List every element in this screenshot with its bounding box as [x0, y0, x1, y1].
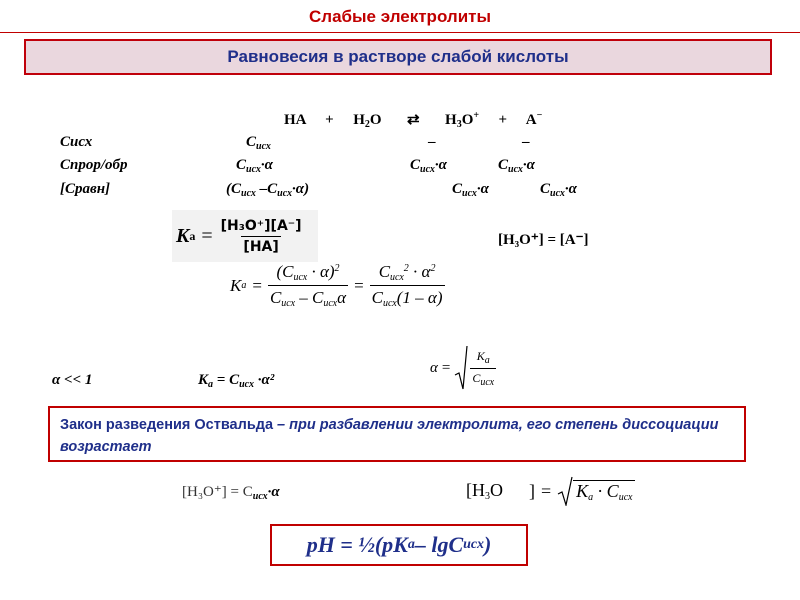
sqrt-icon — [557, 476, 573, 506]
equilibrium-equation: HA + H2O ⇄ H3O+ + A− — [284, 110, 543, 130]
section-banner: Равновесия в растворе слабой кислоты — [24, 39, 772, 75]
h3o-sqrt-formula: [H3O] = Ka · Cисх — [466, 476, 636, 506]
sravn-ha: (Cисх –Cисх·α) — [226, 181, 310, 199]
row-label-sravn: [Cравн] — [60, 181, 111, 197]
slide-title: Слабые электролиты — [309, 7, 491, 26]
sravn-a: Cисх·α — [540, 181, 577, 199]
title-divider — [0, 32, 800, 33]
row-label-sprob: Cпрор/обр — [60, 157, 128, 173]
sprob-h3o: Cисх·α — [410, 157, 447, 175]
cisx-ha: Cисх — [246, 134, 271, 152]
alpha-sqrt-formula: α= Ka Cисх — [430, 345, 497, 391]
approx-ka: Ka = Cисх ·α² — [198, 372, 275, 390]
row-label-cisx: Cисх — [60, 134, 93, 150]
approx-condition: α << 1 — [52, 372, 93, 388]
sravn-h3o: Cисх·α — [452, 181, 489, 199]
h3o-concentration: [H₃O⁺] = Cисх·α — [182, 484, 280, 502]
ostwald-law-name: Закон разведения Оствальда — [60, 417, 274, 433]
sqrt-icon — [455, 345, 468, 390]
cisx-a: – — [522, 134, 530, 150]
ostwald-law-text: – при разбавлении электролита, его степе… — [60, 417, 719, 455]
sprob-ha: Cисх·α — [236, 157, 273, 175]
cisx-h3o: – — [428, 134, 436, 150]
sprob-a: Cисх·α — [498, 157, 535, 175]
ostwald-law-box: Закон разведения Оствальда – при разбавл… — [48, 406, 746, 462]
concentration-equality: [H₃O⁺] = [A⁻] — [498, 232, 589, 248]
